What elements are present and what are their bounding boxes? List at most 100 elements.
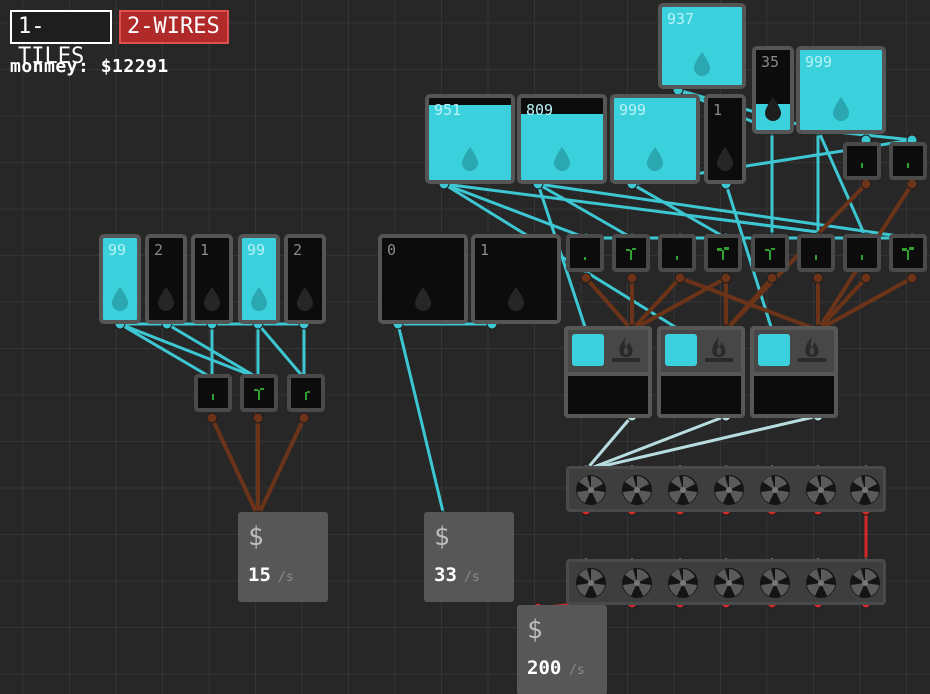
generator-row[interactable] (566, 559, 886, 605)
soil-wire-node[interactable] (580, 272, 592, 284)
water-tank[interactable]: 809 (517, 94, 607, 184)
plant-pot[interactable] (889, 234, 927, 272)
water-wire[interactable] (256, 323, 306, 379)
flame-icon (612, 337, 640, 362)
plant-pot[interactable] (843, 142, 881, 180)
plant-pot[interactable] (240, 374, 278, 412)
soil-wire-node[interactable] (766, 272, 778, 284)
oven-input-slot (758, 334, 790, 366)
heat-wire[interactable] (585, 414, 819, 472)
fan-icon (760, 568, 790, 598)
water-tank[interactable]: 1 (704, 94, 746, 184)
soil-wire-node[interactable] (906, 178, 918, 190)
income-unit: /s (278, 570, 294, 585)
plant-pot[interactable] (612, 234, 650, 272)
oven-machine[interactable] (657, 326, 745, 418)
water-tank[interactable]: 937 (658, 3, 746, 89)
water-drop-icon (112, 286, 128, 311)
water-drop-icon (462, 146, 478, 171)
water-wire[interactable] (119, 322, 213, 380)
water-wire[interactable] (537, 182, 633, 240)
water-drop-icon (251, 286, 267, 311)
tank-level: 0 (387, 241, 397, 259)
soil-wire[interactable] (816, 276, 868, 332)
plant-pot[interactable] (566, 234, 604, 272)
water-wire[interactable] (443, 182, 587, 240)
soil-wire[interactable] (679, 276, 819, 332)
soil-wire[interactable] (631, 276, 727, 332)
heat-wire[interactable] (585, 414, 727, 472)
seller-tile[interactable]: $ 15 /s (238, 512, 328, 602)
fan-icon (622, 568, 652, 598)
plant-pot[interactable] (287, 374, 325, 412)
plant-pot[interactable] (704, 234, 742, 272)
soil-wire-node[interactable] (860, 272, 872, 284)
dollar-icon: $ (248, 522, 264, 552)
fan-icon (760, 475, 790, 505)
plant-pot[interactable] (658, 234, 696, 272)
water-wire[interactable] (631, 182, 727, 240)
water-wire[interactable] (677, 88, 819, 132)
money-counter: monmey: $12291 (10, 56, 169, 77)
water-tank[interactable]: 1 (471, 234, 561, 324)
water-tank[interactable]: 2 (284, 234, 326, 324)
soil-wire-node[interactable] (626, 272, 638, 284)
plant-pot[interactable] (797, 234, 835, 272)
fan-icon (714, 475, 744, 505)
soil-wire-node[interactable] (860, 178, 872, 190)
soil-wire-node[interactable] (674, 272, 686, 284)
water-wire[interactable] (119, 322, 259, 380)
soil-wire-node[interactable] (206, 412, 218, 424)
water-tank[interactable]: 951 (425, 94, 515, 184)
soil-wire-node[interactable] (298, 412, 310, 424)
fan-icon (622, 475, 652, 505)
water-tank[interactable]: 35 (752, 46, 794, 134)
tab-tiles[interactable]: 1-TILES (10, 10, 112, 69)
water-wire[interactable] (816, 129, 868, 239)
water-tank[interactable]: 2 (145, 234, 187, 324)
fan-icon (806, 568, 836, 598)
tank-level: 35 (761, 53, 780, 71)
sprout-icon (717, 247, 729, 260)
water-wire[interactable] (443, 182, 819, 234)
soil-wire[interactable] (817, 276, 913, 332)
dollar-icon: $ (527, 615, 543, 645)
water-tank[interactable]: 999 (610, 94, 700, 184)
soil-wire[interactable] (630, 276, 682, 332)
tank-level: 2 (293, 241, 303, 259)
water-wire[interactable] (396, 323, 446, 517)
dollar-icon: $ (434, 522, 450, 552)
generator-row[interactable] (566, 466, 886, 512)
water-drop-icon (554, 146, 570, 171)
heat-wire[interactable] (584, 415, 634, 471)
water-wire[interactable] (537, 182, 913, 240)
seller-tile[interactable]: $ 200 /s (517, 605, 607, 694)
flame-icon (705, 337, 733, 362)
oven-machine[interactable] (750, 326, 838, 418)
water-wire[interactable] (536, 183, 588, 331)
fan-icon (850, 568, 880, 598)
tab-wires[interactable]: 2-WIRES (119, 10, 229, 44)
water-tank[interactable]: 999 (796, 46, 886, 134)
seller-tile[interactable]: $ 33 /s (424, 512, 514, 602)
soil-wire[interactable] (210, 417, 260, 517)
water-tank[interactable]: 99 (238, 234, 280, 324)
plant-pot[interactable] (194, 374, 232, 412)
oven-output-slot (568, 372, 648, 414)
sprout-icon (626, 248, 636, 260)
water-wire[interactable] (724, 183, 774, 331)
soil-wire[interactable] (256, 417, 306, 517)
soil-wire-node[interactable] (906, 272, 918, 284)
water-tank[interactable]: 0 (378, 234, 468, 324)
plant-pot[interactable] (751, 234, 789, 272)
plant-pot[interactable] (889, 142, 927, 180)
soil-wire[interactable] (584, 276, 634, 332)
soil-wire-node[interactable] (720, 272, 732, 284)
plant-pot[interactable] (843, 234, 881, 272)
soil-wire-node[interactable] (252, 412, 264, 424)
water-tank[interactable]: 1 (191, 234, 233, 324)
oven-machine[interactable] (564, 326, 652, 418)
water-tank[interactable]: 99 (99, 234, 141, 324)
soil-wire-node[interactable] (812, 272, 824, 284)
